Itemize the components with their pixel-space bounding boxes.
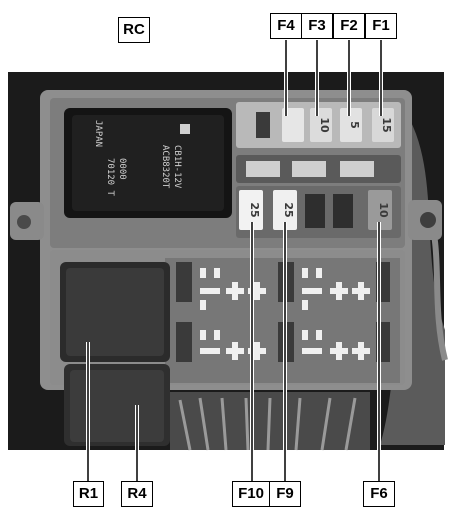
fuse-f2-rating: 5: [348, 121, 361, 129]
mount-screw-left: [17, 215, 31, 229]
label-rc: RC: [118, 17, 150, 43]
relay-r4-top: [70, 370, 164, 442]
fuse-slot-empty-3: [333, 194, 353, 228]
fuse-f9-rating: 25: [282, 202, 295, 217]
relay-socket-pins: [200, 268, 370, 360]
relay-r1-top: [66, 268, 164, 356]
label-r4: R4: [121, 481, 153, 507]
fuse-f9-body: [273, 190, 297, 230]
fuse-f2-body: [340, 108, 362, 142]
fuse-f10-rating: 25: [248, 202, 261, 217]
fuse-f6-body: [368, 190, 392, 230]
fuse-f3-rating: 10: [318, 117, 331, 133]
socket-2: [292, 161, 326, 177]
pointer-lines: [87, 40, 382, 482]
label-f2: F2: [333, 13, 365, 39]
label-f6: F6: [363, 481, 395, 507]
relay-text-3: JAPAN: [93, 120, 103, 147]
fuse-f3-body: [310, 108, 332, 142]
relay-text-5: 0000: [117, 158, 127, 180]
label-f9: F9: [269, 481, 301, 507]
relay-text-2: ACB8320T: [160, 145, 170, 189]
fuse-f10-body: [239, 190, 263, 230]
relay-text-4: 70120 T: [105, 158, 115, 197]
socket-1: [246, 161, 280, 177]
label-f1: F1: [365, 13, 397, 39]
fuse-f1-body: [372, 108, 394, 142]
fuse-f6-rating: 10: [377, 202, 390, 218]
socket-3: [340, 161, 374, 177]
fuse-f4-body: [282, 108, 304, 142]
mount-screw-right: [420, 212, 436, 228]
relay-rc-top: [72, 115, 224, 211]
label-f3: F3: [301, 13, 333, 39]
label-f10: F10: [232, 481, 270, 507]
relay-text-1: CB1H-12V: [172, 145, 182, 189]
wires-bottom: [178, 397, 357, 451]
fuse-slot-empty-2: [305, 194, 325, 228]
label-r1: R1: [73, 481, 104, 507]
relay-logo: [180, 124, 190, 134]
fuse-f1-rating: 15: [380, 117, 393, 132]
fuse-slot-empty: [256, 112, 270, 138]
label-f4: F4: [270, 13, 302, 39]
relay-sockets: [176, 262, 390, 362]
